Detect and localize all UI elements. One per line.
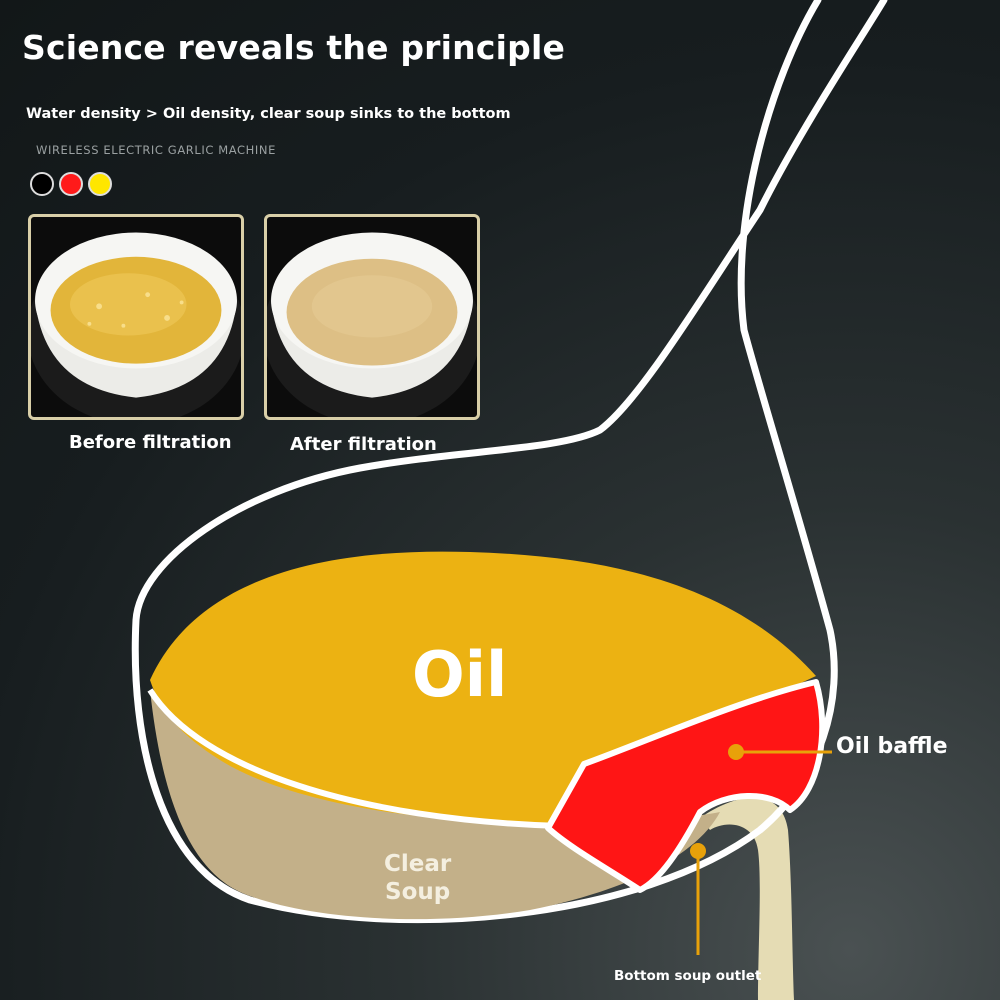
before-filtration-photo bbox=[28, 214, 244, 420]
density-subtitle: Water density > Oil density, clear soup … bbox=[26, 106, 511, 122]
color-swatches bbox=[30, 172, 112, 196]
baffle-callout-dot bbox=[728, 744, 744, 760]
oil-label: Oil bbox=[412, 638, 508, 711]
bowl-before-image bbox=[31, 232, 241, 417]
swatch-red[interactable] bbox=[59, 172, 83, 196]
clear-soup-label-line1: Clear bbox=[384, 851, 452, 877]
ladle-outline bbox=[131, 0, 888, 924]
after-filtration-photo bbox=[264, 214, 480, 420]
clear-soup-layer bbox=[150, 690, 720, 920]
swatch-yellow[interactable] bbox=[88, 172, 112, 196]
page-title: Science reveals the principle bbox=[22, 28, 566, 67]
product-name: WIRELESS ELECTRIC GARLIC MACHINE bbox=[36, 143, 276, 157]
bottom-soup-outlet-label: Bottom soup outlet bbox=[614, 968, 762, 984]
after-filtration-caption: After filtration bbox=[290, 434, 437, 455]
soup-stream bbox=[700, 797, 794, 1000]
clear-soup-label-line2: Soup bbox=[385, 879, 451, 905]
clear-soup-label: Clear Soup bbox=[384, 850, 451, 906]
outlet-callout-dot bbox=[690, 843, 706, 859]
oil-baffle-label: Oil baffle bbox=[836, 734, 948, 759]
oil-soup-boundary bbox=[147, 688, 561, 829]
bowl-after-image bbox=[267, 232, 477, 417]
oil-baffle bbox=[545, 679, 826, 893]
before-filtration-caption: Before filtration bbox=[69, 432, 232, 453]
swatch-black[interactable] bbox=[30, 172, 54, 196]
